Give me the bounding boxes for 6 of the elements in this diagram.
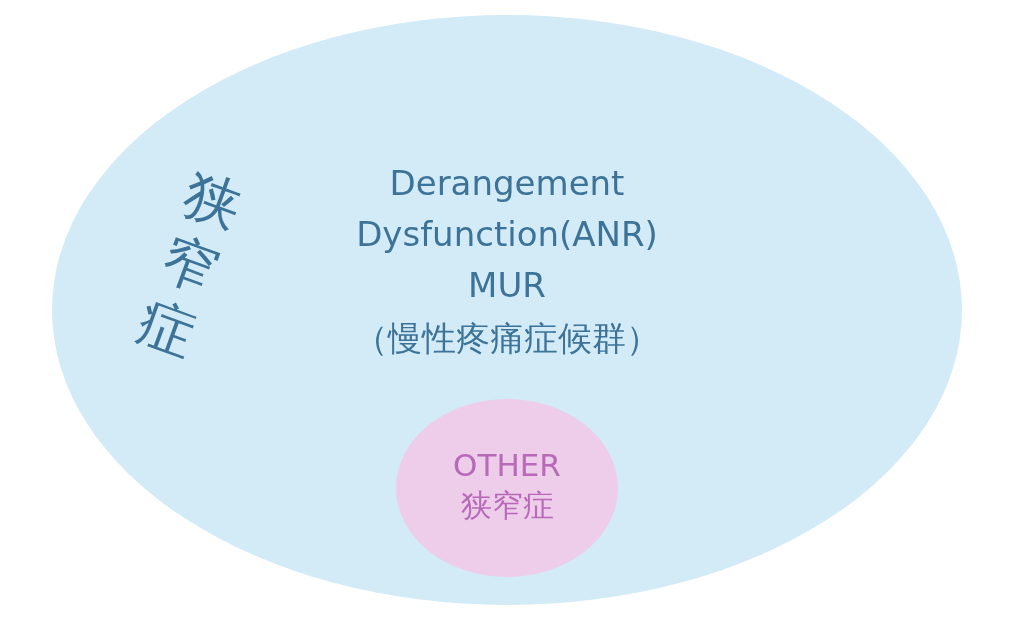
region-text: OTHER 狭窄症	[452, 446, 562, 525]
region-text: （慢性疼痛症候群）	[353, 317, 661, 360]
vertical-label: 狭窄症	[128, 159, 252, 371]
region-text: Derangement	[388, 163, 626, 203]
region-text: MUR	[467, 265, 547, 305]
region-text: Dysfunction(ANR)	[355, 214, 659, 254]
